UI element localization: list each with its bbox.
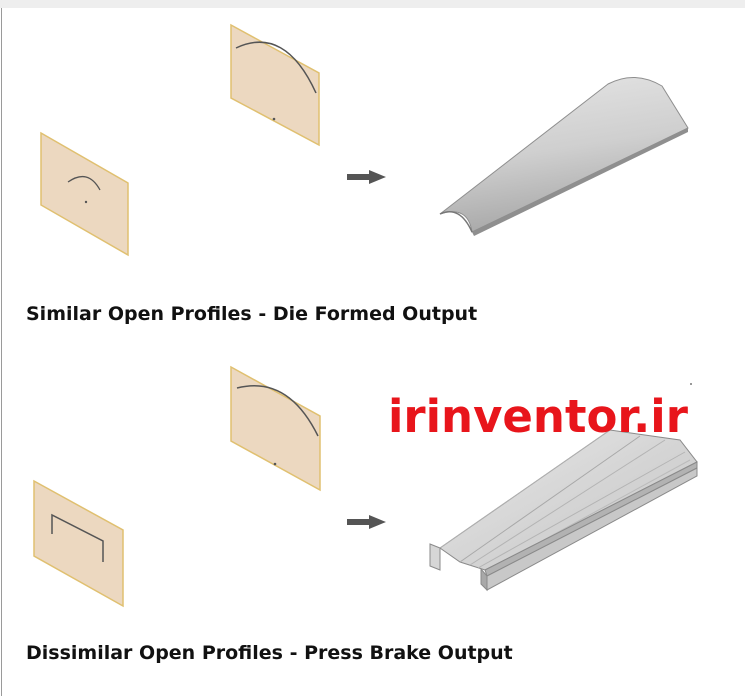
left-rule	[1, 8, 2, 696]
small-sketch-plane	[40, 131, 129, 257]
figure-press-brake: Dissimilar Open Profiles - Press Brake O…	[0, 340, 745, 696]
arrow-icon	[347, 170, 386, 184]
die-formed-part	[439, 77, 689, 236]
figure-die-formed: Similar Open Profiles - Die Formed Outpu…	[0, 0, 745, 325]
u-profile-sketch-plane	[33, 479, 124, 608]
top-strip	[0, 0, 745, 8]
large-arc-profile	[235, 41, 317, 94]
figure-caption: Similar Open Profiles - Die Formed Outpu…	[26, 303, 478, 325]
mark	[690, 383, 692, 385]
watermark-text: irinventor.ir	[388, 390, 688, 443]
small-arc-profile	[67, 175, 101, 191]
u-shape-profile	[51, 513, 104, 562]
large-sketch-plane	[230, 23, 320, 147]
arc-sketch-plane	[230, 365, 321, 492]
figure-caption: Dissimilar Open Profiles - Press Brake O…	[26, 642, 513, 664]
center-point	[272, 117, 276, 121]
press-brake-part	[429, 429, 698, 592]
figure-die-formed-graphic	[40, 23, 689, 257]
arrow-icon	[347, 515, 386, 529]
arc-profile	[236, 384, 319, 437]
center-point	[273, 462, 277, 466]
center-point	[84, 200, 88, 204]
figure-press-brake-graphic	[33, 365, 698, 608]
